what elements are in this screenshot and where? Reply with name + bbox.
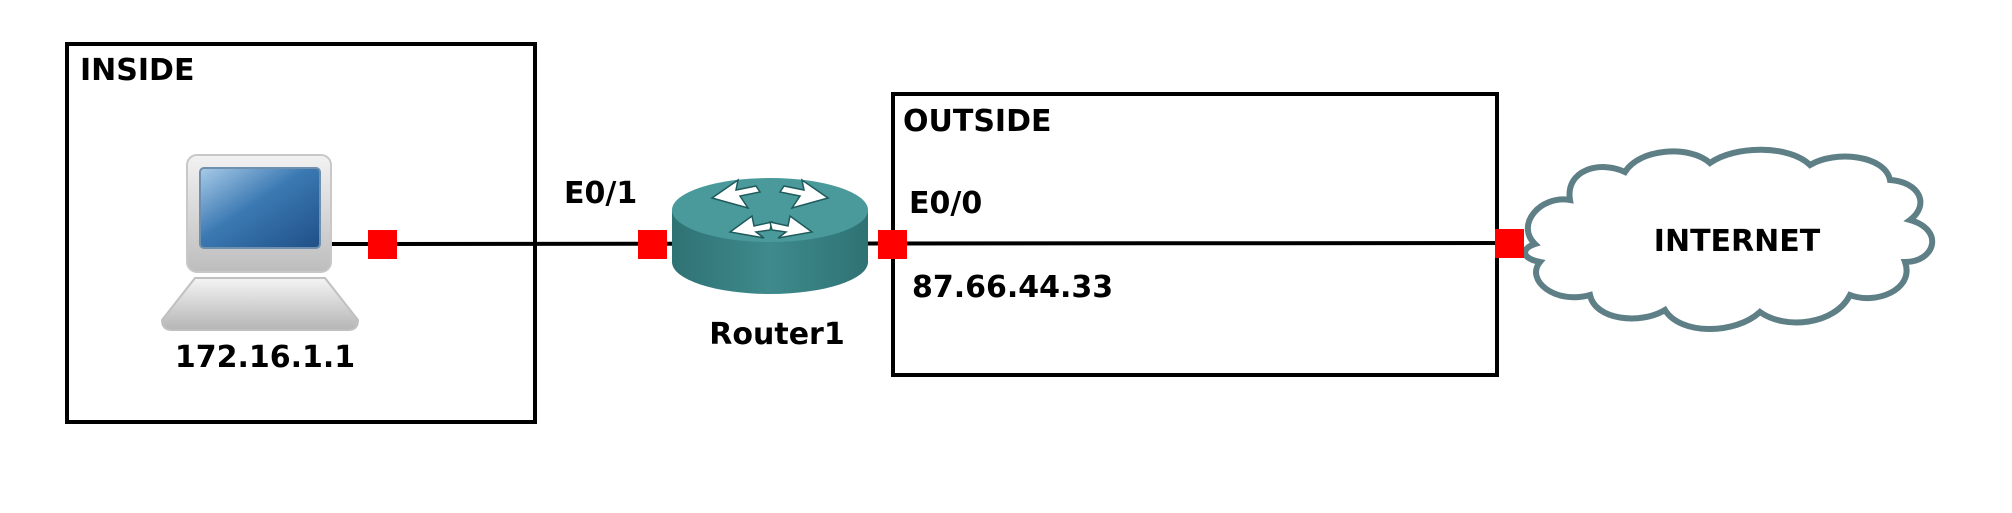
- host-port-marker: [368, 230, 397, 259]
- laptop-icon[interactable]: [160, 154, 360, 331]
- internet-port-marker: [1495, 229, 1524, 258]
- inside-zone: INSIDE: [65, 42, 537, 424]
- network-link: [329, 241, 1511, 246]
- router-outside-port-marker: [878, 230, 907, 259]
- internet-label: INTERNET: [1654, 224, 1821, 259]
- inside-interface-label: E0/1: [564, 176, 637, 211]
- cloud-icon[interactable]: [1522, 146, 1935, 332]
- router-inside-port-marker: [638, 230, 667, 259]
- router-name-label: Router1: [709, 317, 844, 352]
- inside-zone-label: INSIDE: [80, 53, 194, 88]
- outside-zone: OUTSIDE: [891, 92, 1499, 377]
- router-icon[interactable]: [672, 178, 868, 294]
- outside-interface-ip-label: 87.66.44.33: [912, 270, 1113, 305]
- outside-zone-label: OUTSIDE: [903, 104, 1052, 139]
- host-ip-label: 172.16.1.1: [175, 340, 355, 375]
- outside-interface-label: E0/0: [909, 186, 982, 221]
